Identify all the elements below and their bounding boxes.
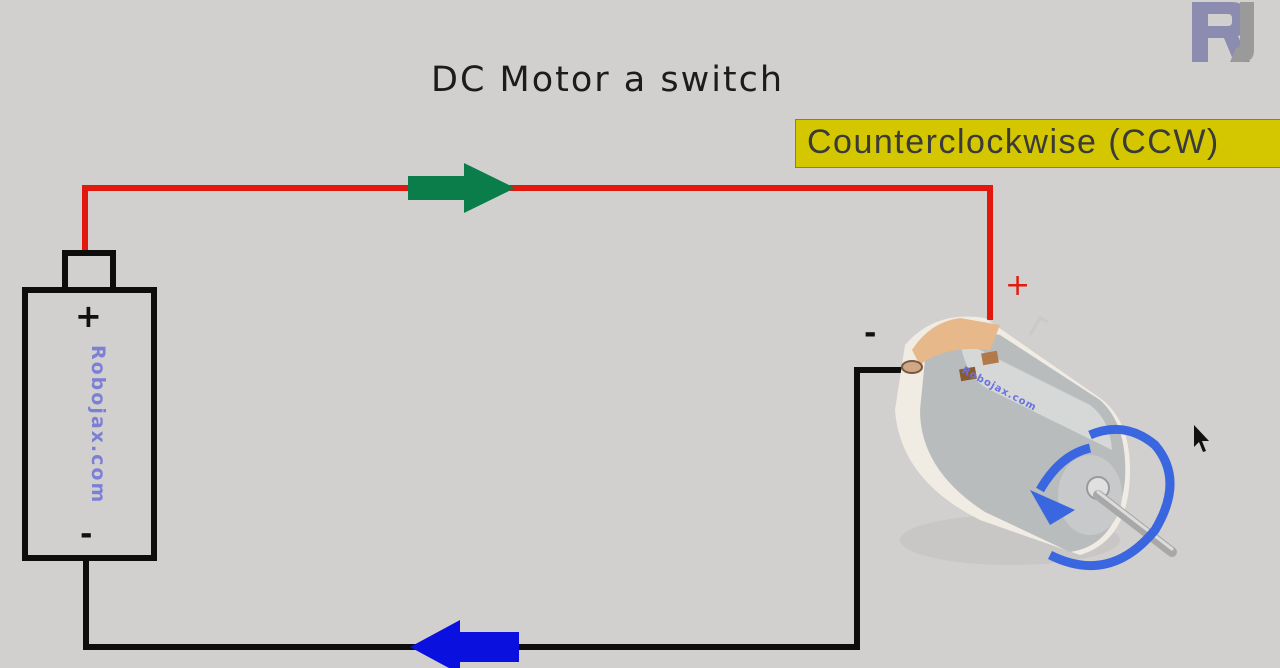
battery-body: [22, 287, 157, 561]
battery-positive-symbol: +: [75, 297, 102, 335]
current-arrow-right-icon: [408, 163, 515, 213]
robojax-logo-icon: [1192, 2, 1254, 62]
ccw-rotation-arrow-icon: [1030, 424, 1175, 571]
negative-wire: [83, 367, 905, 650]
positive-wire: [82, 185, 993, 320]
battery-brand-label: Robojax.com: [87, 345, 109, 505]
battery-negative-symbol: -: [80, 517, 93, 552]
mouse-cursor-icon: [1194, 425, 1209, 452]
dc-motor-image: [895, 316, 1177, 565]
direction-label-box: Counterclockwise (CCW): [795, 119, 1280, 168]
motor-positive-symbol: +: [1005, 268, 1031, 303]
battery-terminal: [62, 250, 116, 293]
direction-label: Counterclockwise (CCW): [807, 123, 1220, 161]
diagram-title: DC Motor a switch: [431, 60, 785, 100]
motor-negative-symbol: -: [864, 316, 877, 351]
current-arrow-left-icon: [410, 620, 519, 668]
